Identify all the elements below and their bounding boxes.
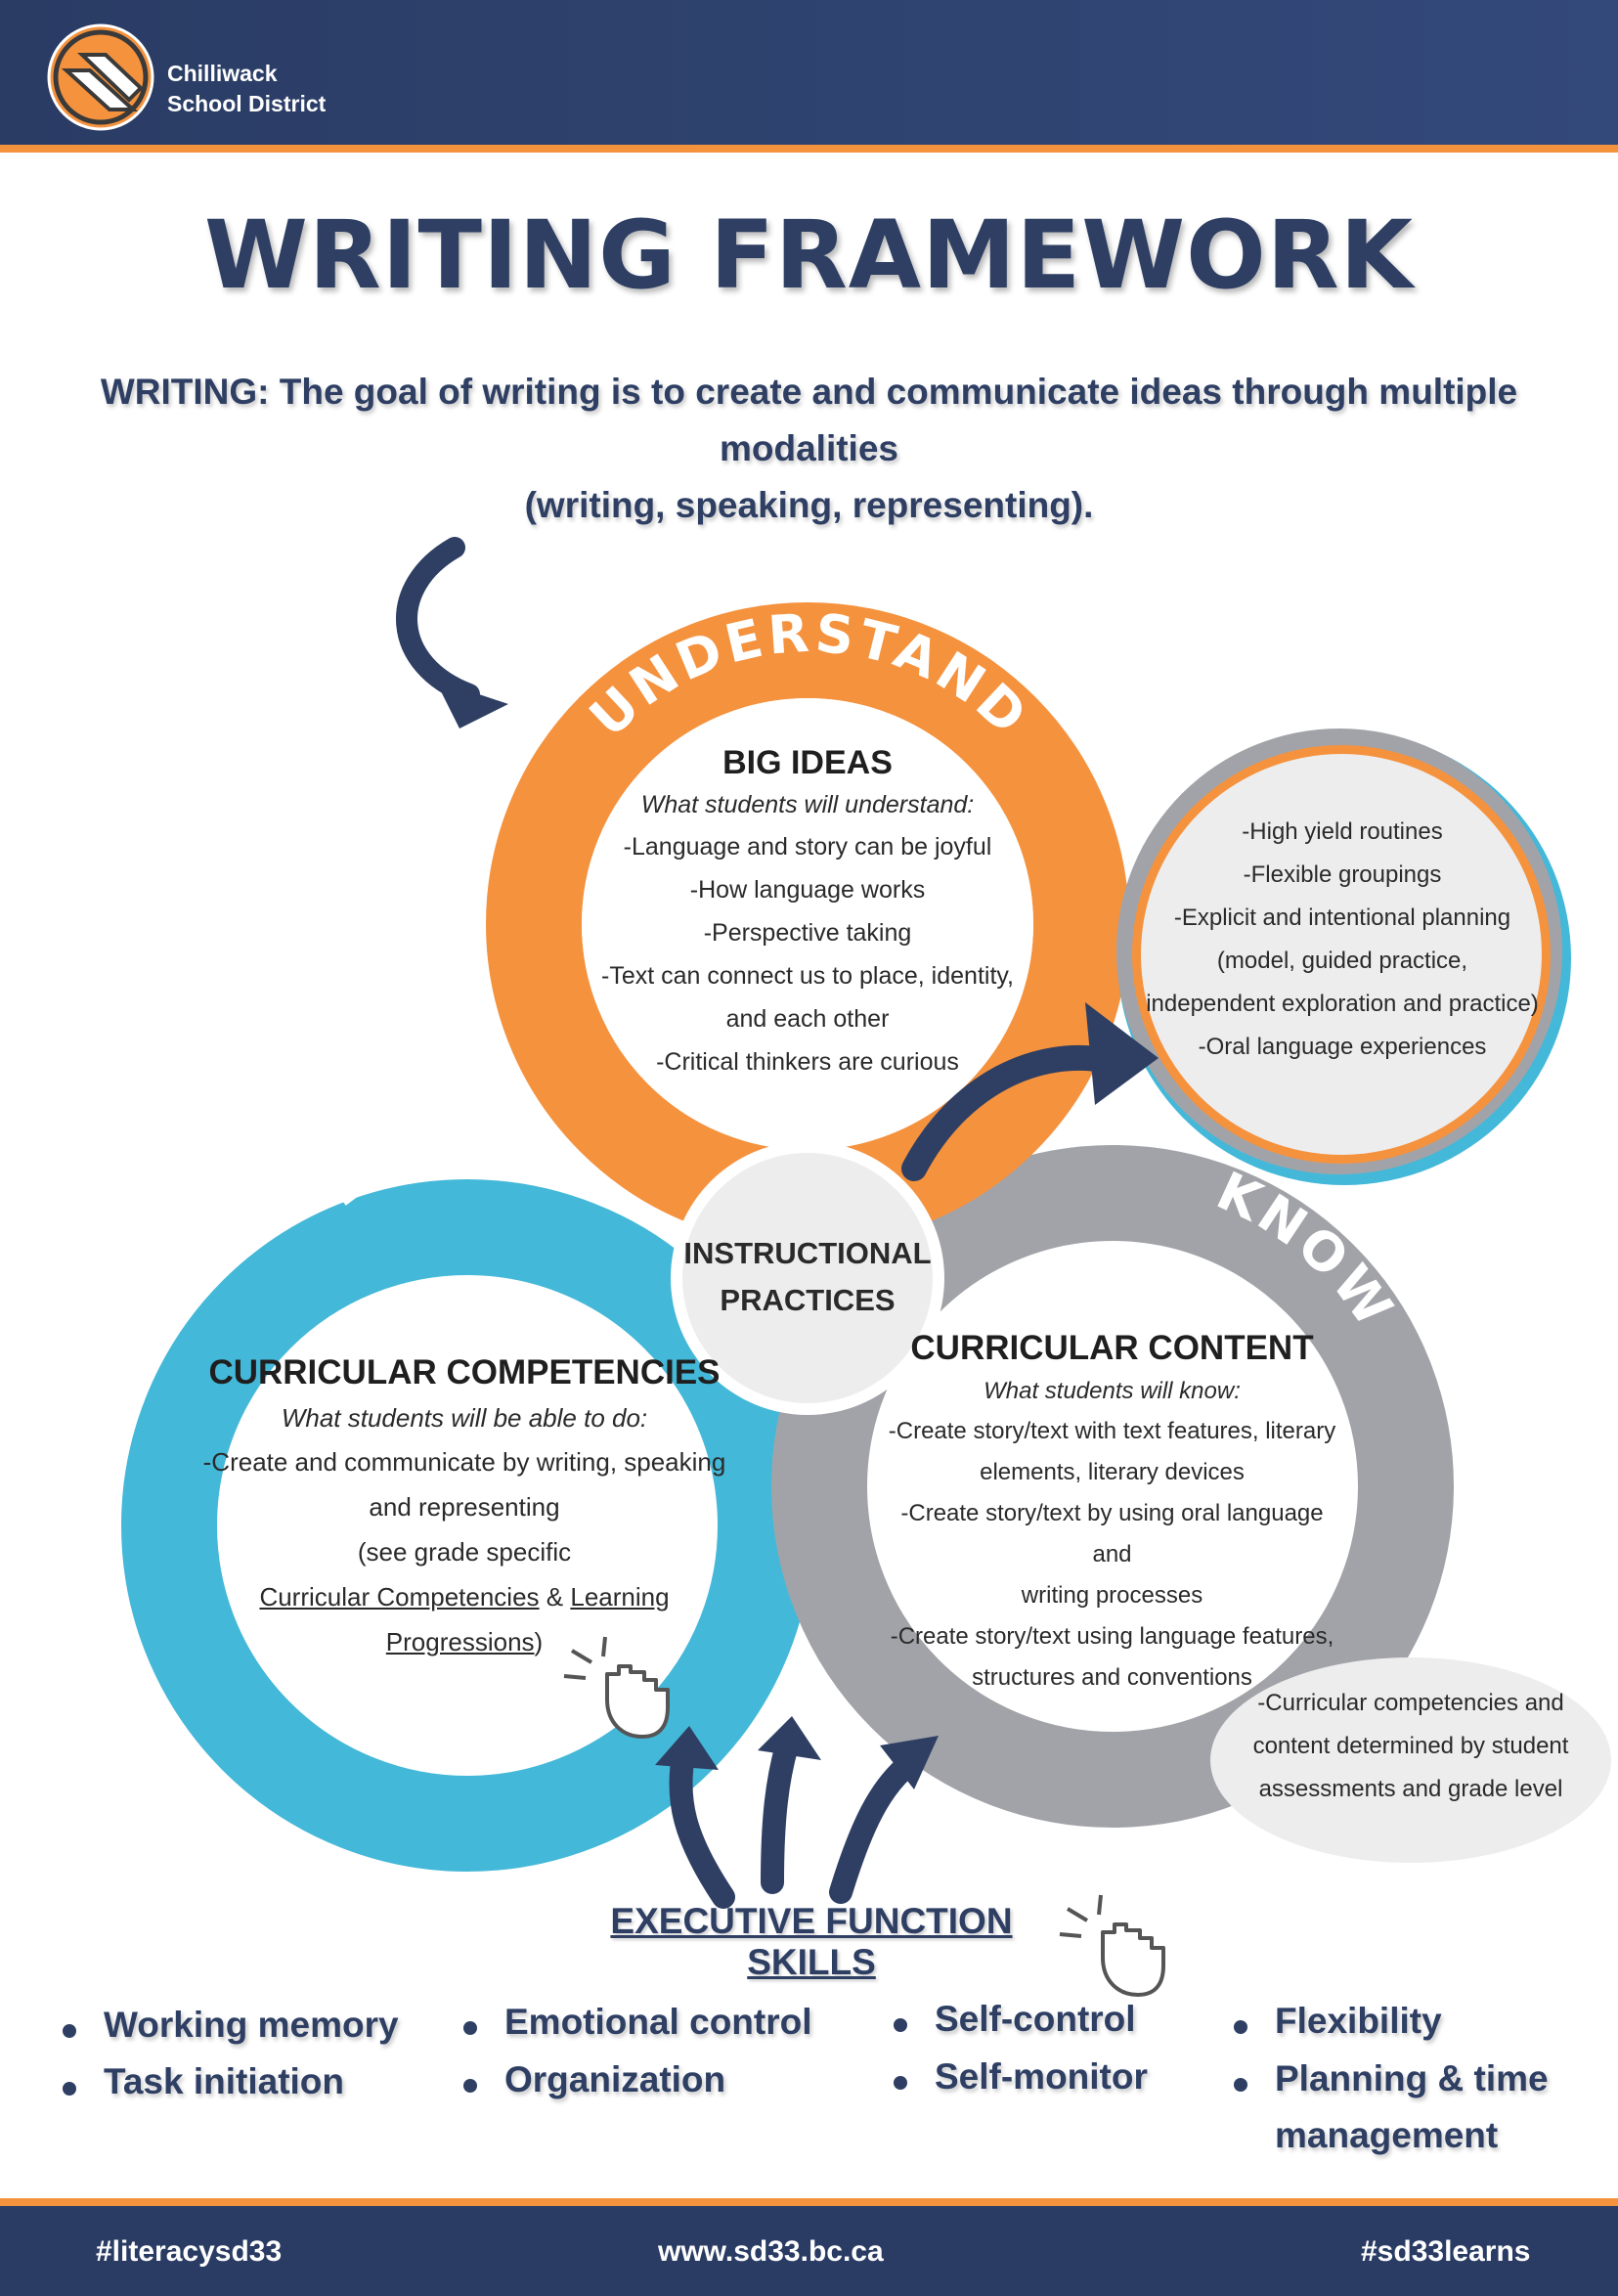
center-line-1: INSTRUCTIONAL xyxy=(683,1236,932,1270)
bullet-icon xyxy=(894,2076,907,2090)
know-ring xyxy=(771,1145,1454,1828)
content-item: -Create story/text with text features, l… xyxy=(888,1418,1336,1444)
learning-progressions-link-cont[interactable]: Progressions xyxy=(385,1627,535,1656)
big-idea-item: -How language works xyxy=(689,876,926,904)
skill-item: Working memory xyxy=(104,2005,399,2045)
district-logo xyxy=(47,23,154,131)
content-item: writing processes xyxy=(1021,1582,1203,1609)
footer-bar: #literacysd33 www.sd33.bc.ca #sd33learns xyxy=(0,2198,1618,2296)
bullet-icon xyxy=(63,2082,76,2096)
hand-pointer-icon[interactable] xyxy=(1059,1894,1165,1997)
bullet-icon xyxy=(463,2079,477,2093)
content-heading: CURRICULAR CONTENT xyxy=(910,1329,1314,1367)
big-ideas-subheading: What students will understand: xyxy=(640,791,975,818)
skill-item: Planning & time xyxy=(1275,2058,1549,2098)
goal-statement: WRITING: The goal of writing is to creat… xyxy=(59,364,1559,534)
assessment-line: assessments and grade level xyxy=(1258,1776,1563,1802)
assessment-text: -Curricular competencies and content det… xyxy=(1232,1682,1590,1811)
page-title: WRITING FRAMEWORK xyxy=(203,200,1414,310)
practice-item: independent exploration and practice) xyxy=(1146,991,1539,1017)
footer-website-link[interactable]: www.sd33.bc.ca xyxy=(658,2235,884,2268)
footer-hashtag-learns[interactable]: #sd33learns xyxy=(1361,2235,1531,2268)
content-item: -Create story/text by using oral languag… xyxy=(900,1500,1324,1567)
bullet-icon xyxy=(894,2018,907,2032)
big-idea-item: and each other xyxy=(725,1005,890,1033)
skill-item: Organization xyxy=(504,2059,726,2099)
assessment-line: content determined by student xyxy=(1252,1733,1569,1759)
do-ring xyxy=(121,1179,813,1872)
hand-pointer-icon[interactable] xyxy=(563,1636,670,1739)
big-idea-item: -Text can connect us to place, identity, xyxy=(601,962,1014,990)
district-line-1: Chilliwack xyxy=(167,61,278,86)
footer-hashtag-literacy[interactable]: #literacysd33 xyxy=(96,2235,283,2268)
curricular-competencies-link[interactable]: Curricular Competencies xyxy=(259,1582,540,1612)
bullet-icon xyxy=(463,2021,477,2035)
goal-line-2: (writing, speaking, representing). xyxy=(524,485,1094,525)
executive-function-heading[interactable]: EXECUTIVE FUNCTION SKILLS xyxy=(610,1901,1013,1982)
big-ideas-heading: BIG IDEAS xyxy=(722,744,893,781)
content-item: elements, literary devices xyxy=(980,1459,1245,1485)
skill-item: management xyxy=(1275,2115,1499,2155)
bullet-icon xyxy=(63,2024,76,2038)
top-arrow-head xyxy=(435,680,508,729)
practice-item: (model, guided practice, xyxy=(1216,948,1468,974)
big-idea-item: -Language and story can be joyful xyxy=(623,833,992,861)
close-paren: ) xyxy=(534,1627,544,1656)
skill-item: Self-monitor xyxy=(935,2056,1148,2097)
bullet-icon xyxy=(1234,2020,1247,2034)
bottom-arrow-right xyxy=(829,1748,926,1904)
center-circle xyxy=(682,1153,933,1403)
practice-item: -Explicit and intentional planning xyxy=(1173,905,1511,931)
practice-item: -Oral language experiences xyxy=(1198,1034,1487,1060)
competency-line: and representing xyxy=(369,1492,560,1522)
top-curved-arrow xyxy=(396,537,480,705)
skill-item: Task initiation xyxy=(104,2061,345,2101)
assessment-line: -Curricular competencies and xyxy=(1257,1690,1564,1716)
content-subheading: What students will know: xyxy=(984,1378,1241,1404)
skill-item: Flexibility xyxy=(1275,2001,1442,2041)
practices-arrow xyxy=(901,1044,1122,1181)
practices-arrow-head xyxy=(1085,1002,1159,1105)
practices-list: -High yield routines -Flexible groupings… xyxy=(1142,811,1543,1069)
center-line-2: PRACTICES xyxy=(720,1283,896,1317)
big-idea-item: -Perspective taking xyxy=(703,919,912,947)
competency-line: -Create and communicate by writing, spea… xyxy=(202,1447,726,1477)
practices-bubble xyxy=(1141,754,1542,1155)
bullet-icon xyxy=(1234,2078,1247,2092)
executive-skills-list: Working memory Task initiation Emotional… xyxy=(0,1999,1618,2181)
big-ideas-block: BIG IDEAS What students will understand:… xyxy=(592,741,1023,1083)
competencies-subheading: What students will be able to do: xyxy=(281,1403,648,1433)
skill-item: Emotional control xyxy=(504,2002,812,2042)
district-name: Chilliwack School District xyxy=(167,59,326,119)
competency-line: (see grade specific xyxy=(357,1537,572,1567)
bottom-arrow-middle xyxy=(761,1734,799,1894)
content-item: -Create story/text using language featur… xyxy=(890,1623,1334,1650)
content-item: structures and conventions xyxy=(972,1664,1252,1691)
skill-item: Self-control xyxy=(935,1999,1136,2039)
curricular-content-block: CURRICULAR CONTENT What students will kn… xyxy=(880,1325,1344,1699)
ampersand: & xyxy=(546,1582,564,1612)
big-idea-item: -Critical thinkers are curious xyxy=(656,1048,959,1076)
header-bar: Chilliwack School District xyxy=(0,0,1618,153)
district-line-2: School District xyxy=(167,91,327,116)
curricular-competencies-block: CURRICULAR COMPETENCIES What students wi… xyxy=(200,1349,728,1664)
practice-item: -High yield routines xyxy=(1242,818,1443,845)
practice-item: -Flexible groupings xyxy=(1243,861,1442,888)
competencies-heading: CURRICULAR COMPETENCIES xyxy=(208,1353,721,1391)
instructional-practices-label: INSTRUCTIONAL PRACTICES xyxy=(675,1230,940,1324)
learning-progressions-link[interactable]: Learning xyxy=(570,1582,670,1612)
assessment-bubble xyxy=(1210,1657,1611,1863)
goal-line-1: WRITING: The goal of writing is to creat… xyxy=(100,372,1518,468)
